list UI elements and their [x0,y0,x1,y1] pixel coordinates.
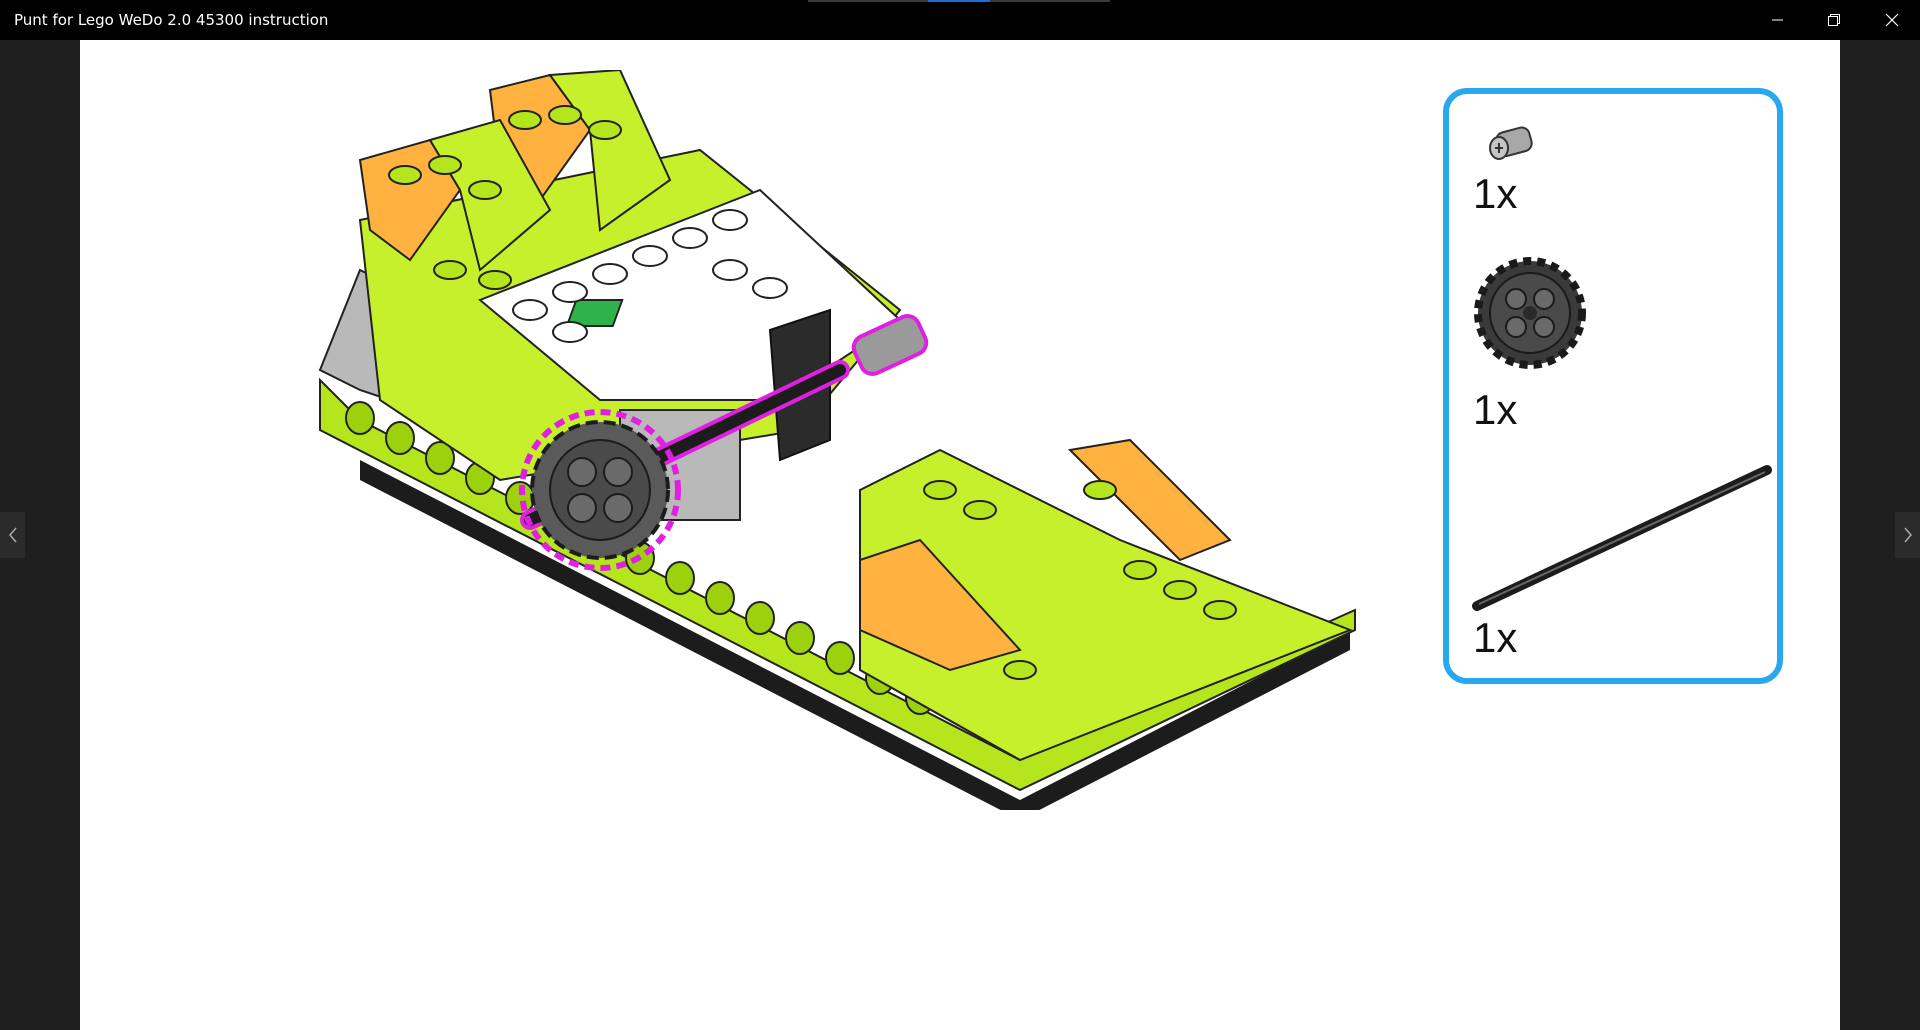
parts-list: 1x 1x 1x [1443,88,1783,684]
title-bar-accent-right [990,0,1110,2]
lego-model-illustration [300,70,1360,810]
title-bar-accent-left [808,0,928,2]
part-quantity-axle: 1x [1473,614,1517,662]
minimize-icon [1772,14,1784,26]
minimize-button[interactable] [1750,0,1806,40]
part-quantity-bushing: 1x [1473,170,1517,218]
close-button[interactable] [1864,0,1920,40]
next-page-button[interactable] [1895,512,1920,558]
part-quantity-gear: 1x [1473,386,1517,434]
title-bar-accent-mid [928,0,990,2]
close-icon [1885,13,1899,27]
window-title: Punt for Lego WeDo 2.0 45300 instruction [14,11,328,29]
gear-24-tooth-icon [1473,256,1587,370]
bushing-icon [1483,122,1543,166]
restore-icon [1828,14,1841,27]
previous-page-button[interactable] [0,512,25,558]
chevron-right-icon [1903,527,1913,543]
chevron-left-icon [8,527,18,543]
restore-button[interactable] [1806,0,1862,40]
axle-icon [1467,458,1777,618]
title-bar: Punt for Lego WeDo 2.0 45300 instruction [0,0,1920,40]
